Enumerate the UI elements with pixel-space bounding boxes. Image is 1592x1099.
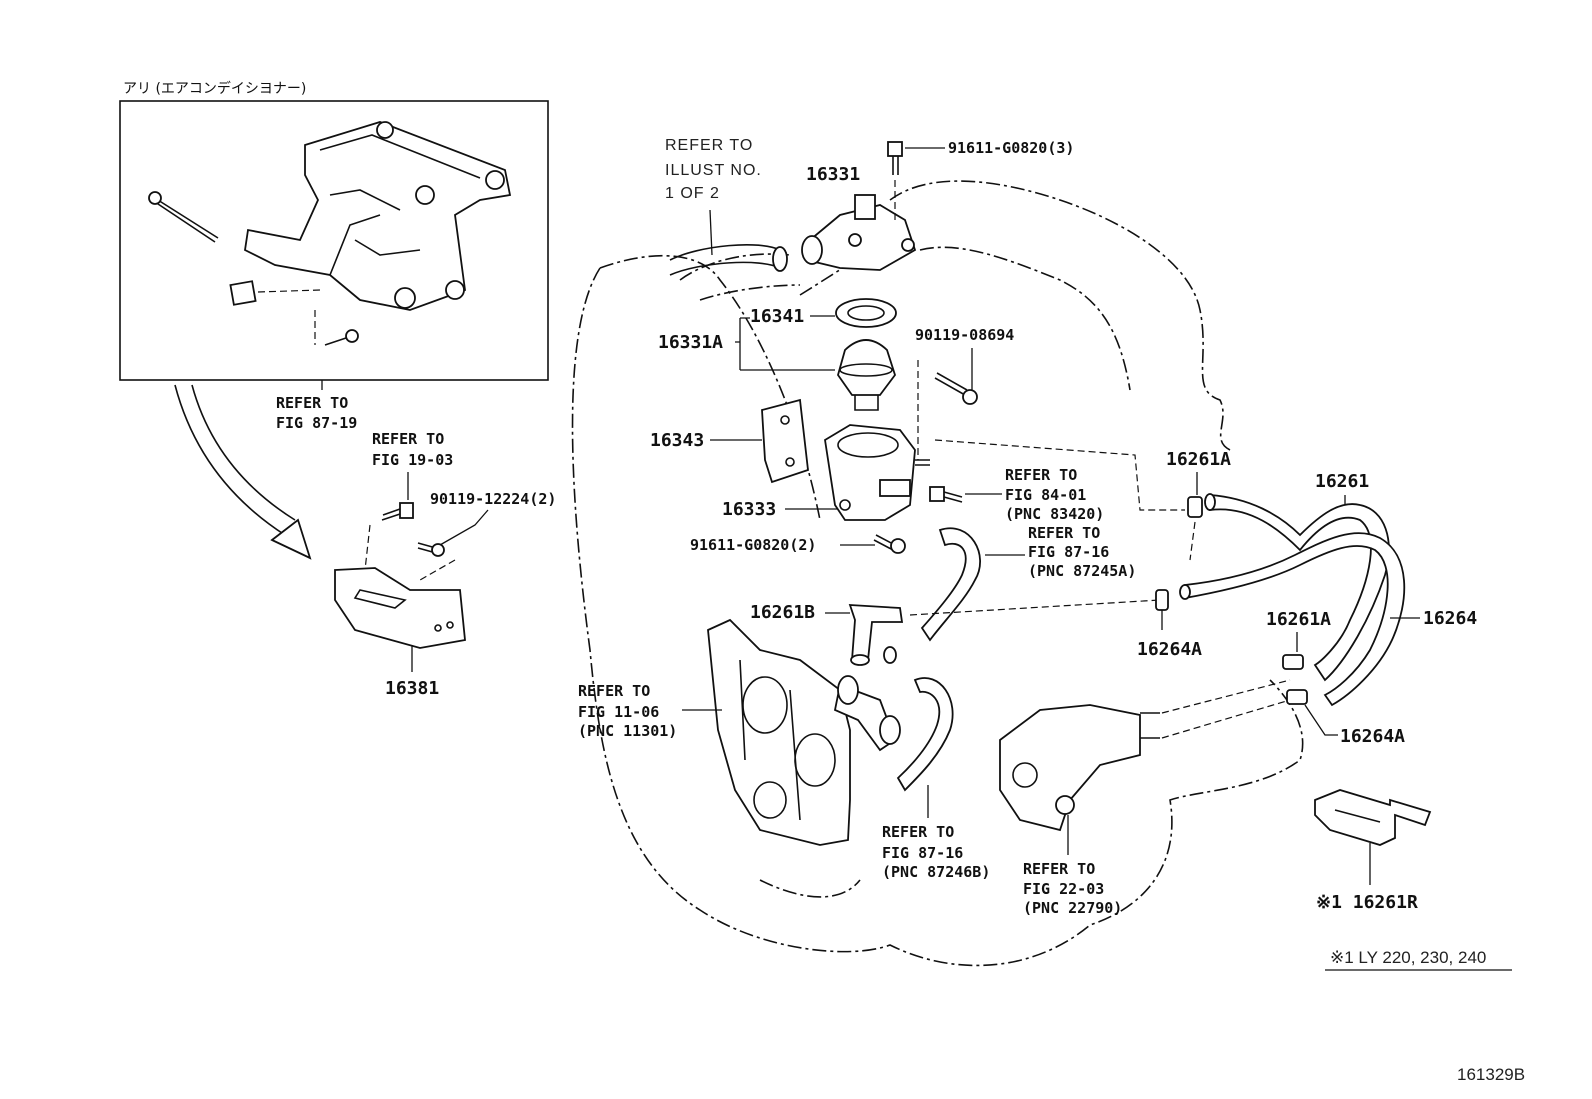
refer-87-16a-line2: FIG 87-16 [1028,543,1109,561]
hose-16261 [1209,494,1390,682]
bracket-bolt [149,194,219,243]
refer-84-line3: (PNC 83420) [1005,505,1104,523]
refer-87-16a-line1: REFER TO [1028,524,1100,542]
refer-84-line2: FIG 84-01 [1005,486,1086,504]
part-16341-gasket [835,298,897,328]
inset-refer-line2: FIG 87-19 [276,414,357,432]
refer-87-16a-line3: (PNC 87245A) [1028,562,1136,580]
refer-19-line1: REFER TO [372,430,444,448]
part-16331-water-outlet [801,194,917,271]
bolt-90119-08694 [934,372,978,405]
part-16261R-bracket [1314,789,1432,846]
label-16261A-top: 16261A [1166,449,1231,470]
label-16333: 16333 [722,499,776,520]
refer-illust-line3: 1 OF 2 [665,185,720,202]
label-16343: 16343 [650,430,704,451]
part-16333-housing [824,424,930,521]
refer-illust-line2: ILLUST NO. [665,162,762,179]
bolt-19-03 [381,502,414,521]
refer-22-line1: REFER TO [1023,860,1095,878]
bolt-91611-3 [887,141,903,175]
clamp-16264A-mid [1155,589,1169,611]
label-16381: 16381 [385,678,439,699]
refer-illust-line1: REFER TO [665,137,753,154]
figure-id: 161329B [1457,1065,1525,1084]
timing-cover [707,618,851,846]
label-90119-12224: 90119-12224(2) [430,490,556,508]
label-91611-g0820-2: 91611-G0820(2) [690,536,816,554]
inset-arrow [174,384,312,560]
refer-22-line2: FIG 22-03 [1023,880,1104,898]
bolt-91611-2 [873,534,906,554]
part-16381-bracket [334,567,466,649]
label-16261: 16261 [1315,471,1369,492]
part-16343-gasket [761,398,809,484]
bolt-90119-12224 [417,542,445,557]
refer-19-line2: FIG 19-03 [372,451,453,469]
label-16331: 16331 [806,164,860,185]
thermostat [837,339,896,411]
label-90119-08694: 90119-08694 [915,326,1014,344]
clamp-16264A-low [1286,689,1308,705]
refer-87-16b-line3: (PNC 87246B) [882,863,990,881]
label-16264: 16264 [1423,608,1477,629]
part-16261B-elbow [848,604,904,666]
bolt-84-01 [929,486,963,503]
label-91611-g0820-3: 91611-G0820(3) [948,139,1074,157]
inset-title: アリ (エアコンデイシヨナー) [123,80,306,97]
label-16261B: 16261B [750,602,815,623]
label-16264A-low: 16264A [1340,726,1405,747]
label-16261A-mid: 16261A [1266,609,1331,630]
label-16261R: ※1 16261R [1316,892,1418,913]
label-16341: 16341 [750,306,804,327]
clamp-16261A-top [1187,496,1203,518]
footnote-models: ※1 LY 220, 230, 240 [1330,948,1486,967]
refer-11-line2: FIG 11-06 [578,703,659,721]
refer-84-line1: REFER TO [1005,466,1077,484]
hose-87245a [920,527,981,642]
refer-11-line3: (PNC 11301) [578,722,677,740]
label-16331A: 16331A [658,332,723,353]
hose-16264 [1184,532,1406,707]
refer-87-16b-line1: REFER TO [882,823,954,841]
inset-refer-line1: REFER TO [276,394,348,412]
clamp-16261A-mid [1282,654,1304,670]
upper-hose [669,244,781,276]
refer-87-16b-line2: FIG 87-16 [882,844,963,862]
refer-11-line1: REFER TO [578,682,650,700]
inset-ac-bracket: アリ (エアコンデイシヨナー) [119,80,549,381]
refer-22-line3: (PNC 22790) [1023,899,1122,917]
bracket-nut [229,280,257,306]
throttle-body [999,704,1160,832]
hose-87246b [896,677,954,792]
label-16264A-mid: 16264A [1137,639,1202,660]
